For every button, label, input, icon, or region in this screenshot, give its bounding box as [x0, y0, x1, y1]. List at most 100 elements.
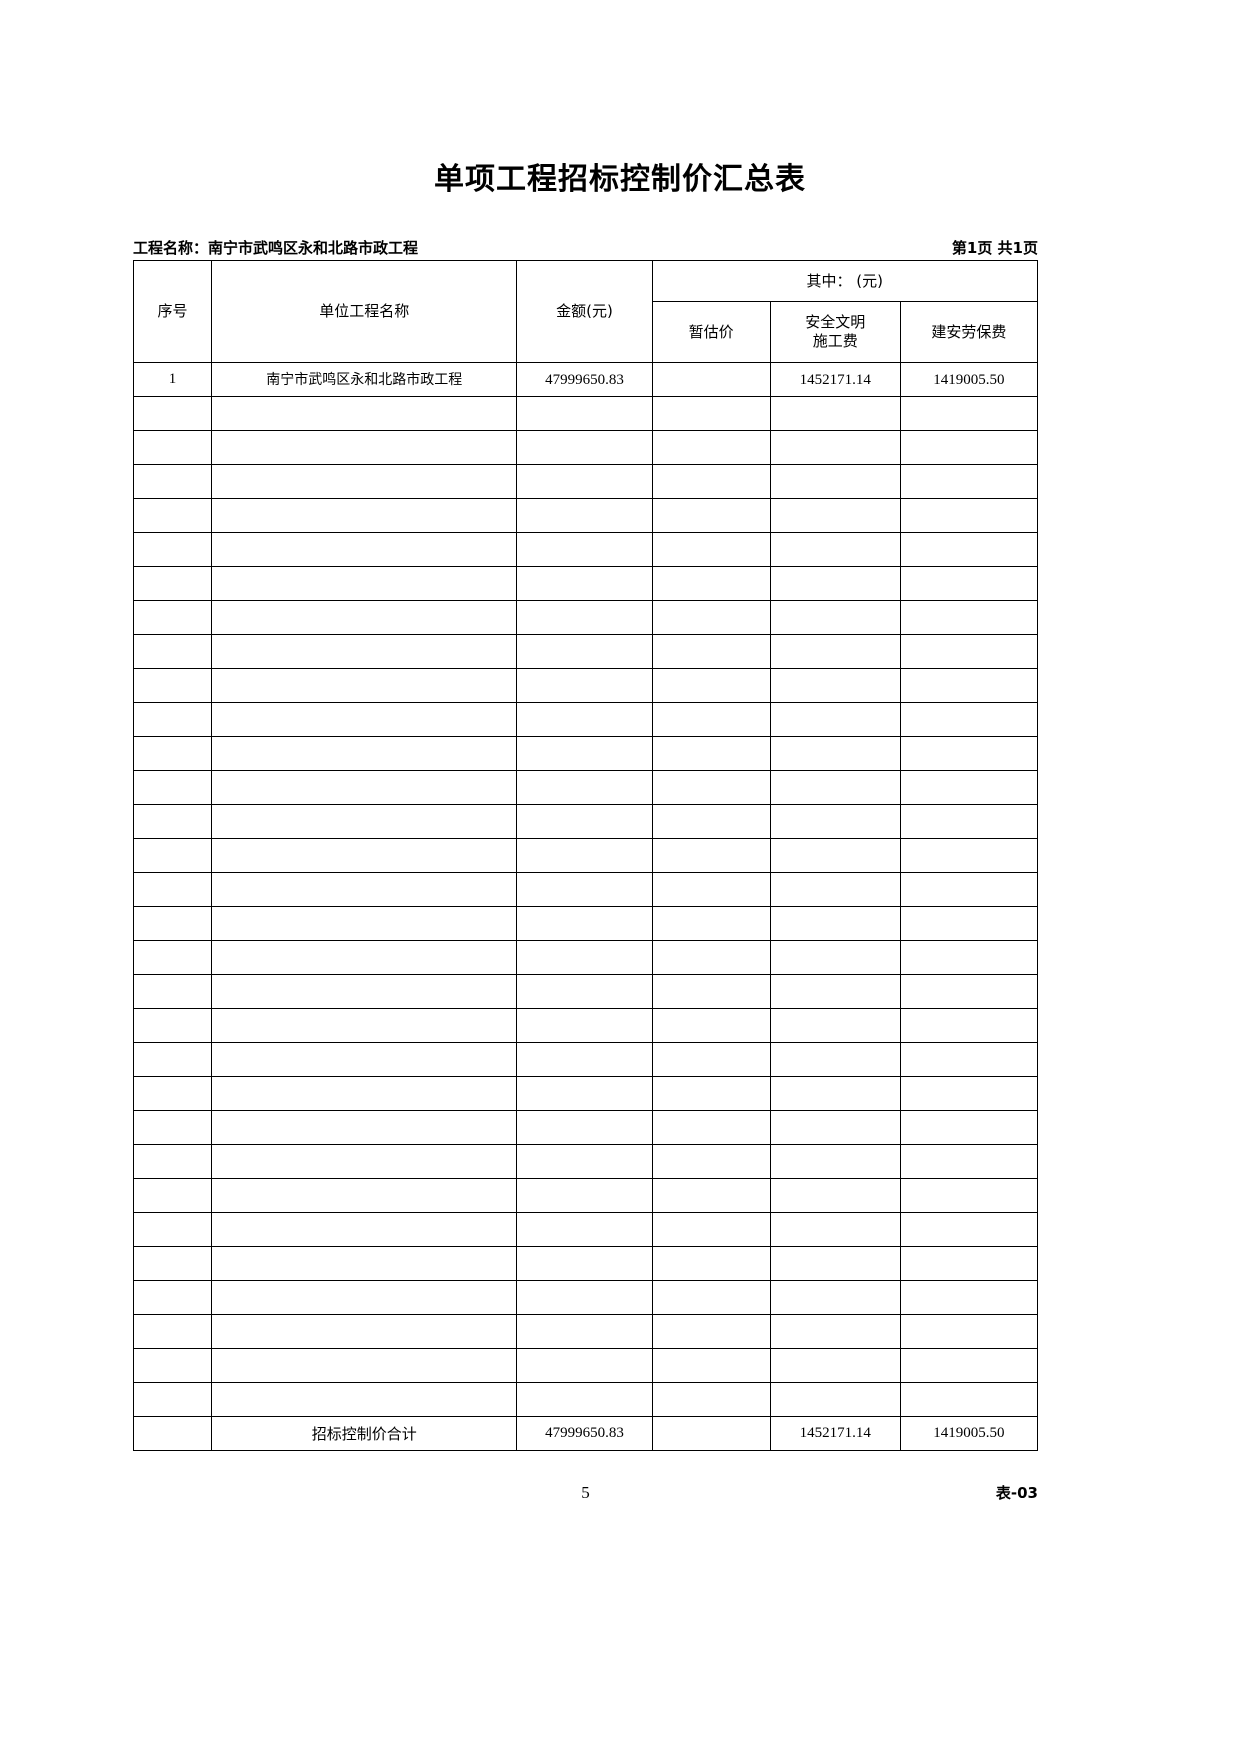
- empty-cell: [899, 1348, 1039, 1383]
- empty-cell: [211, 1042, 518, 1077]
- empty-cell: [899, 498, 1039, 533]
- empty-cell: [899, 1178, 1039, 1213]
- total-safety-cell: 1452171.14: [769, 1416, 901, 1451]
- empty-cell: [211, 1008, 518, 1043]
- col-header-provisional-price: 暂估价: [651, 301, 771, 363]
- table-row-empty: [132, 770, 1039, 805]
- empty-cell: [132, 702, 213, 737]
- empty-cell: [516, 1008, 653, 1043]
- table-row-empty: [132, 1008, 1039, 1043]
- empty-cell: [899, 702, 1039, 737]
- empty-cell: [769, 430, 901, 465]
- empty-cell: [899, 770, 1039, 805]
- empty-cell: [211, 668, 518, 703]
- empty-cell: [132, 464, 213, 499]
- empty-cell: [899, 872, 1039, 907]
- empty-cell: [132, 668, 213, 703]
- empty-cell: [516, 1110, 653, 1145]
- table-row-empty: [132, 940, 1039, 975]
- table-row-empty: [132, 974, 1039, 1009]
- empty-cell: [899, 1144, 1039, 1179]
- empty-cell: [769, 974, 901, 1009]
- empty-cell: [769, 1110, 901, 1145]
- project-name-line: 工程名称：南宁市武鸣区永和北路市政工程: [133, 236, 418, 260]
- empty-cell: [516, 736, 653, 771]
- page-indicator: 第1页 共1页: [951, 239, 1038, 257]
- col-header-safety-line1: 安全文明: [805, 313, 866, 331]
- empty-cell: [899, 1076, 1039, 1111]
- col-header-group-of-which: 其中： (元): [651, 260, 1039, 302]
- empty-cell: [211, 770, 518, 805]
- empty-cell: [769, 1178, 901, 1213]
- row-safety-cell: 1452171.14: [769, 362, 901, 397]
- empty-cell: [132, 1382, 213, 1417]
- empty-cell: [899, 736, 1039, 771]
- empty-cell: [211, 1382, 518, 1417]
- summary-table: 序号 单位工程名称 金额(元) 其中： (元) 暂估价 安全文明 施工费 建安劳…: [132, 260, 1039, 1451]
- empty-cell: [769, 634, 901, 669]
- empty-cell: [769, 1042, 901, 1077]
- empty-cell: [211, 974, 518, 1009]
- col-header-seq: 序号: [132, 260, 213, 363]
- empty-cell: [132, 396, 213, 431]
- table-row-empty: [132, 1212, 1039, 1247]
- table-row-empty: [132, 498, 1039, 533]
- empty-cell: [651, 770, 771, 805]
- table-row-empty: [132, 396, 1039, 431]
- empty-cell: [651, 600, 771, 635]
- empty-cell: [899, 1314, 1039, 1349]
- col-header-safety-civilized-fee: 安全文明 施工费: [769, 301, 901, 363]
- empty-cell: [769, 736, 901, 771]
- table-row-empty: [132, 668, 1039, 703]
- empty-cell: [651, 1076, 771, 1111]
- empty-cell: [899, 464, 1039, 499]
- empty-cell: [132, 1212, 213, 1247]
- table-row-empty: [132, 872, 1039, 907]
- empty-cell: [899, 1280, 1039, 1315]
- empty-cell: [651, 838, 771, 873]
- empty-cell: [132, 1314, 213, 1349]
- empty-cell: [516, 838, 653, 873]
- table-row-empty: [132, 566, 1039, 601]
- col-header-amount: 金额(元): [516, 260, 653, 363]
- empty-cell: [899, 634, 1039, 669]
- empty-cell: [769, 702, 901, 737]
- project-name-label: 工程名称：: [133, 239, 209, 257]
- empty-cell: [132, 736, 213, 771]
- empty-cell: [899, 1042, 1039, 1077]
- empty-cell: [211, 430, 518, 465]
- total-provisional-cell: [651, 1416, 771, 1451]
- empty-cell: [211, 736, 518, 771]
- empty-cell: [516, 498, 653, 533]
- col-header-safety-line2: 施工费: [812, 332, 858, 350]
- empty-cell: [132, 600, 213, 635]
- empty-cell: [899, 396, 1039, 431]
- page-footer: 5 表-03: [133, 1480, 1038, 1506]
- empty-cell: [211, 396, 518, 431]
- empty-cell: [516, 1246, 653, 1281]
- empty-cell: [651, 702, 771, 737]
- table-row-empty: [132, 634, 1039, 669]
- empty-cell: [651, 566, 771, 601]
- empty-cell: [651, 1008, 771, 1043]
- empty-cell: [211, 804, 518, 839]
- empty-cell: [769, 940, 901, 975]
- empty-cell: [516, 770, 653, 805]
- summary-table-wrapper: 序号 单位工程名称 金额(元) 其中： (元) 暂估价 安全文明 施工费 建安劳…: [132, 260, 1039, 1451]
- empty-cell: [769, 566, 901, 601]
- empty-cell: [651, 1110, 771, 1145]
- empty-cell: [651, 464, 771, 499]
- empty-cell: [132, 1110, 213, 1145]
- empty-cell: [516, 430, 653, 465]
- empty-cell: [516, 702, 653, 737]
- empty-cell: [211, 600, 518, 635]
- empty-cell: [516, 668, 653, 703]
- empty-cell: [211, 1348, 518, 1383]
- empty-cell: [651, 1178, 771, 1213]
- empty-cell: [132, 1042, 213, 1077]
- empty-cell: [132, 770, 213, 805]
- empty-cell: [769, 1076, 901, 1111]
- empty-cell: [132, 872, 213, 907]
